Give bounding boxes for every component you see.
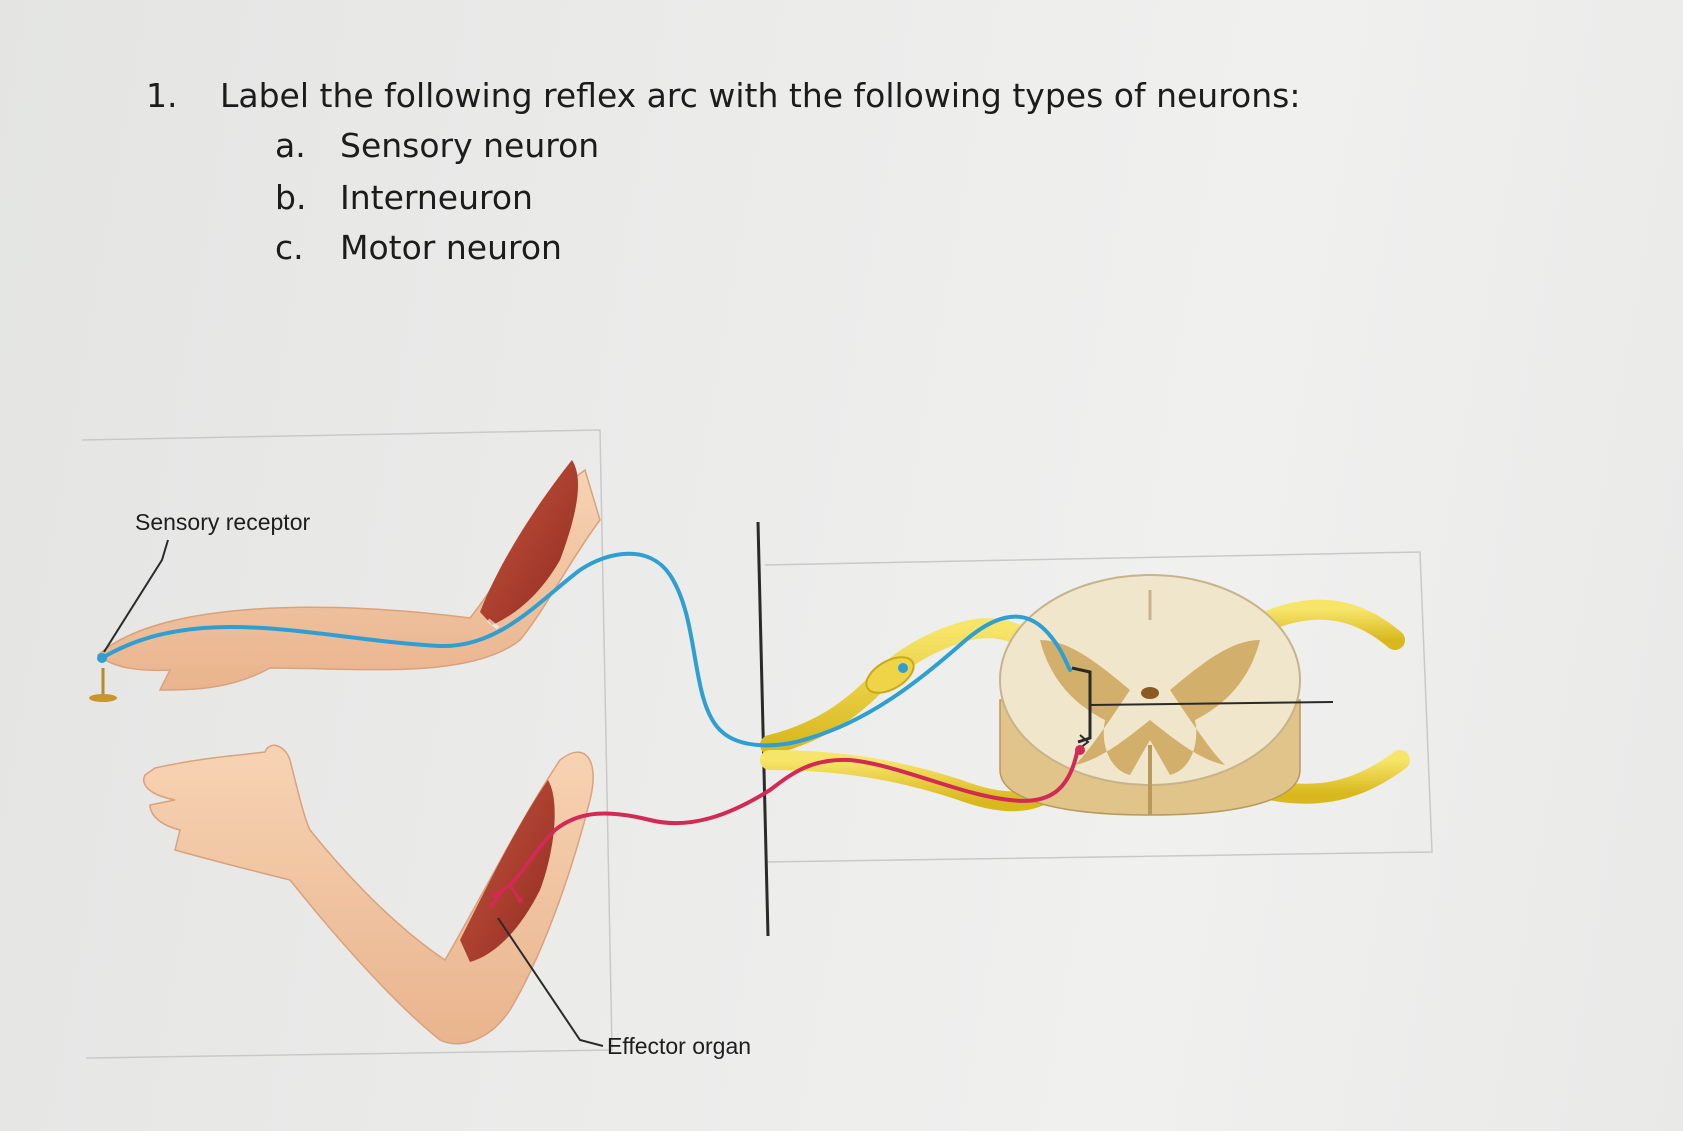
separator-line bbox=[756, 521, 770, 937]
option-letter-b: b. bbox=[275, 178, 307, 217]
motor-neuron-path bbox=[508, 746, 1080, 887]
sensory-neuron-path bbox=[100, 551, 1072, 748]
sensory-cell-body bbox=[898, 663, 908, 673]
option-letter-a: a. bbox=[275, 126, 306, 165]
effector-organ-leader-line bbox=[497, 917, 604, 1047]
right-panel-frame bbox=[764, 551, 1433, 863]
sensory-receptor-ending bbox=[97, 653, 107, 663]
sensory-receptor-leader-line bbox=[103, 539, 169, 653]
option-text-motor-neuron: Motor neuron bbox=[340, 228, 562, 267]
left-panel-frame bbox=[81, 429, 613, 1059]
spinal-cord-cross-section bbox=[999, 574, 1301, 816]
option-text-interneuron: Interneuron bbox=[340, 178, 533, 217]
effector-organ-label: Effector organ bbox=[607, 1033, 751, 1059]
lower-arm-illustration bbox=[143, 744, 594, 1045]
motor-end-plate-icon bbox=[489, 883, 523, 908]
question-block: 1. Label the following reflex arc with t… bbox=[0, 0, 1683, 300]
motor-cell-body bbox=[1075, 745, 1085, 755]
option-letter-c: c. bbox=[275, 228, 304, 267]
blank-label-leader-line bbox=[1089, 701, 1334, 706]
question-number: 1. bbox=[146, 76, 178, 115]
question-prompt: Label the following reflex arc with the … bbox=[220, 76, 1301, 115]
upper-arm-illustration bbox=[96, 460, 601, 691]
option-text-sensory-neuron: Sensory neuron bbox=[340, 126, 600, 165]
central-canal bbox=[1141, 687, 1159, 699]
pin-stimulus-icon bbox=[89, 668, 117, 702]
sensory-receptor-label: Sensory receptor bbox=[135, 509, 310, 535]
